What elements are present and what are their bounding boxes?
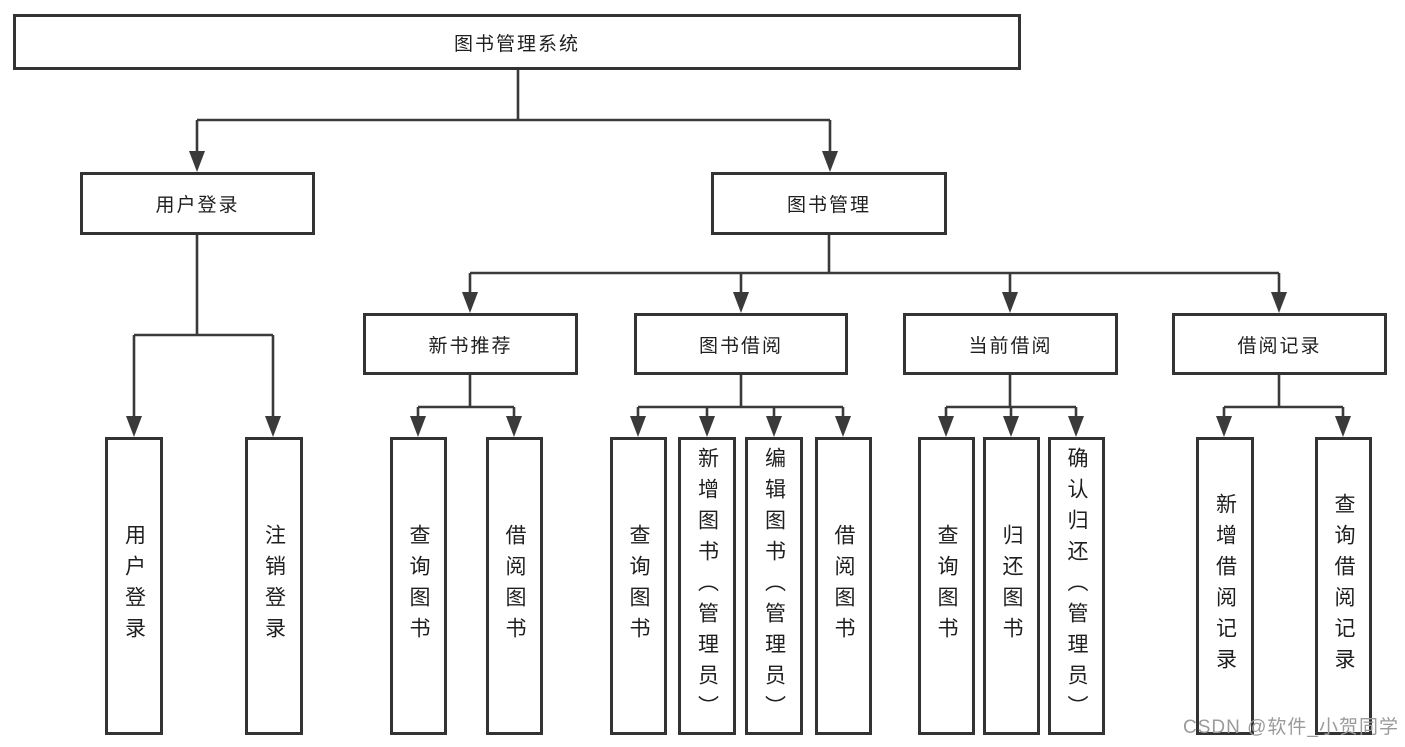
node-borrow-books-recommend: 借阅图书: [486, 437, 543, 735]
node-label: 查询借阅记录: [1332, 493, 1355, 679]
node-label: 查询图书: [627, 524, 650, 648]
csdn-watermark: CSDN @软件_小贺同学: [1183, 717, 1399, 738]
node-user-login-branch: 用户登录: [80, 172, 315, 235]
node-label: 查询图书: [407, 524, 430, 648]
node-label: 用户登录: [122, 524, 146, 648]
node-label: 用户登录: [155, 195, 240, 216]
node-user-login-leaf: 用户登录: [105, 437, 163, 735]
node-borrowing-records: 借阅记录: [1172, 313, 1387, 375]
node-current-borrowing: 当前借阅: [903, 313, 1118, 375]
root-node-label: 图书管理系统: [453, 33, 580, 55]
node-add-books-admin: 新增图书（管理员）: [678, 437, 736, 735]
node-label: 注销登录: [262, 524, 286, 648]
node-label: 确认归还（管理员）: [1065, 446, 1088, 726]
node-query-books-recommend: 查询图书: [390, 437, 447, 735]
node-label: 新增借阅记录: [1213, 493, 1237, 679]
node-new-book-recommend: 新书推荐: [363, 313, 578, 375]
node-label: 借阅记录: [1237, 335, 1322, 357]
node-book-borrowing: 图书借阅: [634, 313, 848, 375]
node-logout-leaf: 注销登录: [245, 437, 303, 735]
node-query-books-current: 查询图书: [918, 437, 975, 735]
root-node: 图书管理系统: [13, 14, 1021, 70]
node-borrow-books-borrowing: 借阅图书: [815, 437, 872, 735]
node-book-management: 图书管理: [711, 172, 947, 235]
node-label: 图书借阅: [698, 335, 783, 357]
node-label: 新书推荐: [428, 335, 513, 357]
node-edit-books-admin: 编辑图书（管理员）: [745, 437, 803, 735]
node-label: 归还图书: [1000, 524, 1023, 648]
node-add-borrow-record: 新增借阅记录: [1196, 437, 1254, 735]
node-query-borrow-record: 查询借阅记录: [1315, 437, 1372, 735]
node-label: 图书管理: [786, 195, 871, 216]
node-confirm-return-admin: 确认归还（管理员）: [1048, 437, 1105, 735]
node-label: 查询图书: [935, 524, 958, 648]
node-label: 新增图书（管理员）: [695, 446, 719, 726]
node-label: 编辑图书（管理员）: [762, 446, 786, 726]
node-query-books-borrowing: 查询图书: [610, 437, 667, 735]
node-return-books: 归还图书: [983, 437, 1040, 735]
node-label: 借阅图书: [832, 524, 855, 648]
node-label: 当前借阅: [968, 335, 1053, 357]
node-label: 借阅图书: [503, 524, 526, 648]
